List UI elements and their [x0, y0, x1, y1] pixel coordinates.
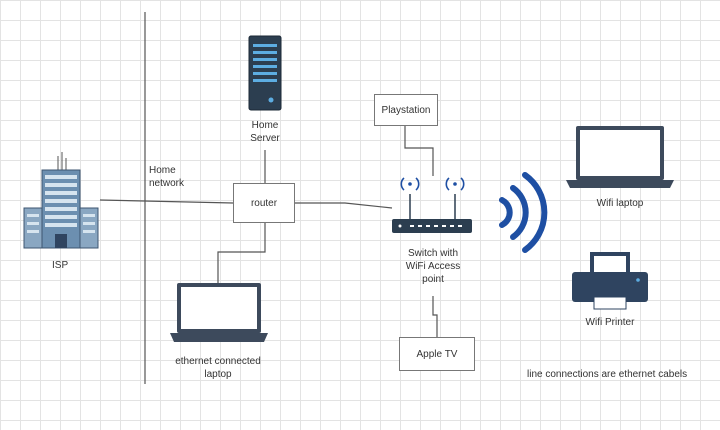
isp-label: ISP: [52, 260, 69, 271]
router-icon: [392, 177, 472, 233]
home-server-line2: Server: [250, 133, 280, 144]
ethernet-laptop-line2: laptop: [204, 369, 232, 380]
wifi-signal-icon: [499, 172, 548, 253]
playstation-switch-link: [404, 126, 434, 176]
isp-router-link: [99, 199, 234, 204]
playstation-node: Playstation: [374, 94, 438, 126]
home-network-line1: Home: [149, 165, 176, 176]
router-switch-link: [295, 202, 393, 209]
home-server-label: Home Server: [240, 119, 290, 145]
building-icon: [23, 152, 99, 249]
switch-line3: point: [422, 274, 444, 285]
switch-line1: Switch with: [407, 248, 458, 259]
legend-note: line connections are ethernet cabels: [527, 369, 688, 380]
switch-label: Switch with WiFi Access point: [393, 247, 473, 286]
server-icon: [248, 35, 282, 111]
home-server-line1: Home: [251, 120, 279, 131]
home-network-label: Home network: [149, 164, 184, 190]
router-laptop-link: [217, 223, 266, 283]
switch-appletv-link: [432, 296, 438, 337]
laptop-icon: [566, 126, 674, 188]
printer-icon: [572, 252, 648, 310]
switch-line2: WiFi Access: [405, 261, 461, 272]
ethernet-laptop-line1: ethernet connected: [175, 356, 261, 367]
router-node: router: [233, 183, 295, 223]
ethernet-laptop-label: ethernet connected laptop: [163, 355, 273, 381]
laptop-icon: [170, 283, 268, 342]
home-network-line2: network: [149, 178, 185, 189]
wifi-laptop-label: Wifi laptop: [596, 198, 644, 209]
wifi-printer-label: Wifi Printer: [585, 317, 635, 328]
ethernet-connections: [99, 126, 438, 337]
apple-tv-node: Apple TV: [399, 337, 475, 371]
